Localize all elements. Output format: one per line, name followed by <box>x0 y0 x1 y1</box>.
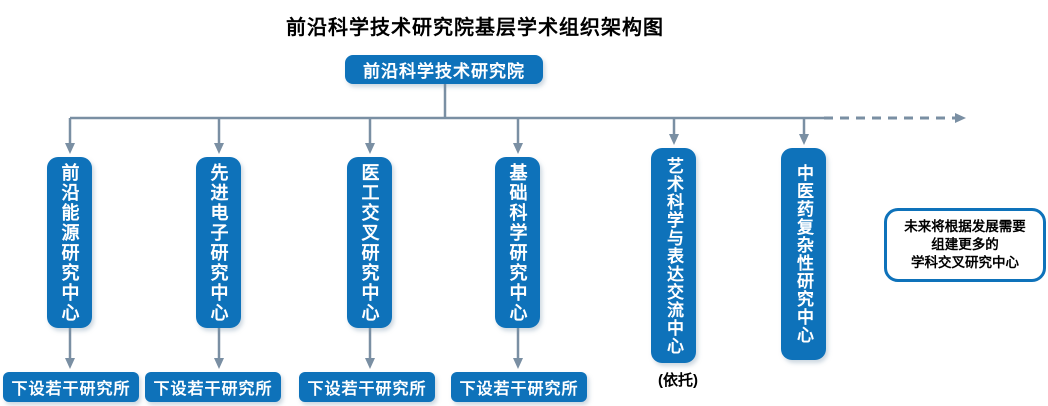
center-node-medical-engineering: 医工交叉研究中心 <box>347 157 392 328</box>
subsidiary-institutes-node-1: 下设若干研究所 <box>3 372 139 402</box>
root-node-institute: 前沿科学技术研究院 <box>345 55 543 84</box>
center-node-basic-science: 基础科学研究中心 <box>495 157 540 328</box>
center-node-advanced-electronics: 先进电子研究中心 <box>196 157 241 328</box>
center-node-art-science-expression: 艺术科学与表达交流中心 <box>651 148 696 363</box>
subsidiary-institutes-node-3: 下设若干研究所 <box>299 372 435 402</box>
future-note-line-1: 未来将根据发展需要 <box>904 219 1026 234</box>
page-title: 前沿科学技术研究院基层学术组织架构图 <box>286 17 664 39</box>
future-expansion-note: 未来将根据发展需要 组建更多的 学科交叉研究中心 <box>884 208 1046 282</box>
future-note-line-3: 学科交叉研究中心 <box>911 255 1019 270</box>
subsidiary-institutes-node-2: 下设若干研究所 <box>145 372 281 402</box>
center-node-tcm-complexity: 中医药复杂性研究中心 <box>781 148 826 360</box>
yituo-annotation: (依托) <box>658 372 698 389</box>
subsidiary-institutes-node-4: 下设若干研究所 <box>451 372 587 402</box>
center-node-frontier-energy: 前沿能源研究中心 <box>47 157 92 328</box>
future-note-line-2: 组建更多的 <box>931 237 999 252</box>
